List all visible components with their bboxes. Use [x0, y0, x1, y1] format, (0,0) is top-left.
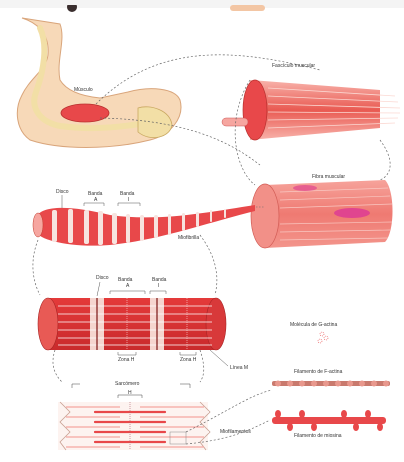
sarcomere	[58, 384, 210, 450]
connector-line	[380, 140, 390, 180]
label-sarcomero: Sarcómero	[115, 382, 139, 387]
label-banda-a-mid-letter: A	[126, 284, 129, 289]
arm-illustration	[17, 18, 181, 148]
myofibril-cylinder	[38, 298, 226, 350]
disco-pointer	[97, 282, 100, 296]
banda-a-bracket	[110, 291, 145, 294]
f-actin-filament	[272, 381, 390, 387]
zona-h-bracket	[118, 352, 136, 355]
muscle-fascicle	[222, 80, 400, 140]
label-banda-a-top-letter: A	[94, 198, 97, 203]
label-zona-h-right: Zona H	[180, 358, 196, 363]
myofibril-strand	[33, 205, 255, 246]
connector-line	[53, 350, 62, 382]
extracted-fiber	[222, 118, 248, 126]
banda-i-bracket	[118, 203, 140, 206]
cylinder-left-end	[38, 298, 58, 350]
label-disco-top: Disco	[56, 190, 69, 195]
label-banda-i-mid-letter: I	[158, 284, 159, 289]
fascicle-body	[250, 80, 380, 140]
banda-a-bracket	[84, 203, 104, 206]
fiber-nucleus	[293, 185, 317, 191]
linea-m-pointer	[210, 350, 228, 366]
fiber-end	[251, 184, 279, 248]
connector-line	[200, 350, 204, 382]
banda-i-bracket	[150, 291, 166, 294]
label-banda-i-mid: Banda	[152, 278, 166, 283]
label-zona-h-left: Zona H	[118, 358, 134, 363]
biceps-muscle	[61, 104, 109, 122]
label-linea-m: Línea M	[230, 366, 248, 371]
label-miofibrilla: Miofibrilla	[178, 236, 199, 241]
label-banda-i-top-letter: I	[128, 198, 129, 203]
zona-h-bracket	[180, 352, 196, 355]
label-g-actina: Molécula de G-actina	[290, 323, 337, 328]
connector-line	[200, 235, 217, 295]
muscle-fiber	[251, 180, 393, 248]
label-disco-mid: Disco	[96, 276, 109, 281]
label-fibra: Fibra muscular	[312, 175, 345, 180]
label-miosina: Filamento de miosina	[294, 434, 342, 439]
fascicle-end	[243, 80, 267, 140]
label-f-actina: Filamento de F-actina	[294, 370, 342, 375]
myosin-filament	[272, 410, 386, 431]
connector-line	[33, 240, 40, 295]
label-fasciculo: Fascículo muscular	[272, 64, 315, 69]
myofibril-end	[33, 213, 43, 237]
label-musculo: Músculo	[74, 88, 93, 93]
g-actin-molecule	[318, 332, 328, 343]
label-h-letter: H	[128, 391, 132, 396]
fiber-nucleus	[334, 208, 370, 218]
label-miofilamentos: Miofilamentos	[220, 430, 251, 435]
